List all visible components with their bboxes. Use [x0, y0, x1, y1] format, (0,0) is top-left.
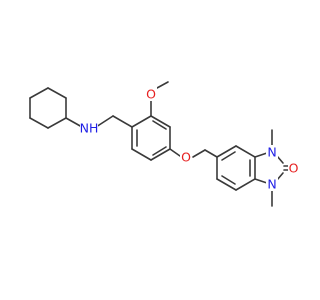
- bond-cyclohexyl-nh: [65, 117, 83, 128]
- bond-aryl-5: [131, 148, 152, 161]
- bond-nh-ch2: [95, 115, 114, 128]
- ring-nitrogen-upper-atom: N: [266, 145, 278, 160]
- bond-benzo-double-1: [221, 151, 236, 161]
- bond-aryl-1: [131, 115, 152, 128]
- bond-ch2-aryl: [112, 115, 133, 128]
- carbonyl-oxygen-label: O: [289, 161, 299, 176]
- bond-cyclohexyl-1: [29, 87, 49, 99]
- bond-methoxy-methyl: [156, 81, 169, 89]
- bond-benzo-2: [235, 145, 256, 158]
- bond-cyclohexyl-3: [29, 117, 49, 129]
- bond-ring-to-n-upper: [254, 152, 268, 158]
- methoxy-oxygen-atom: O: [145, 87, 157, 102]
- bond-aryl-ether-o: [169, 148, 181, 157]
- carbonyl-oxygen-atom: O: [288, 161, 299, 176]
- ring-nitrogen-lower-atom: N: [266, 177, 278, 192]
- bond-cyclohexyl-4: [47, 117, 67, 129]
- atom-labels: NH O O N N O: [80, 87, 299, 192]
- ring-nitrogen-upper-label: N: [267, 145, 276, 160]
- bond-ether-ch2: [192, 149, 206, 158]
- bond-benzo-double-3: [221, 175, 236, 185]
- ether-oxygen-atom: O: [180, 150, 192, 165]
- bond-benzo-1: [216, 145, 237, 158]
- bond-aryl-double-1: [152, 120, 167, 130]
- bond-aryl-double-2: [152, 146, 167, 156]
- bond-ch2-benzo: [204, 149, 218, 158]
- amine-nh-label: NH: [80, 121, 99, 136]
- amine-nh-atom: NH: [80, 121, 99, 136]
- bond-benzo-5: [216, 178, 237, 191]
- bond-cyclohexyl-6: [47, 87, 67, 99]
- molecule-structure-diagram: NH O O N N O: [29, 81, 299, 207]
- bond-benzo-4: [235, 178, 256, 191]
- bond-aryl-4: [150, 148, 171, 161]
- bond-n-lower-ring: [254, 178, 268, 184]
- ether-oxygen-label: O: [181, 150, 191, 165]
- ring-nitrogen-lower-label: N: [267, 177, 276, 192]
- bond-aryl-2: [150, 115, 171, 128]
- methoxy-oxygen-label: O: [146, 87, 156, 102]
- bond-lines: [29, 81, 289, 207]
